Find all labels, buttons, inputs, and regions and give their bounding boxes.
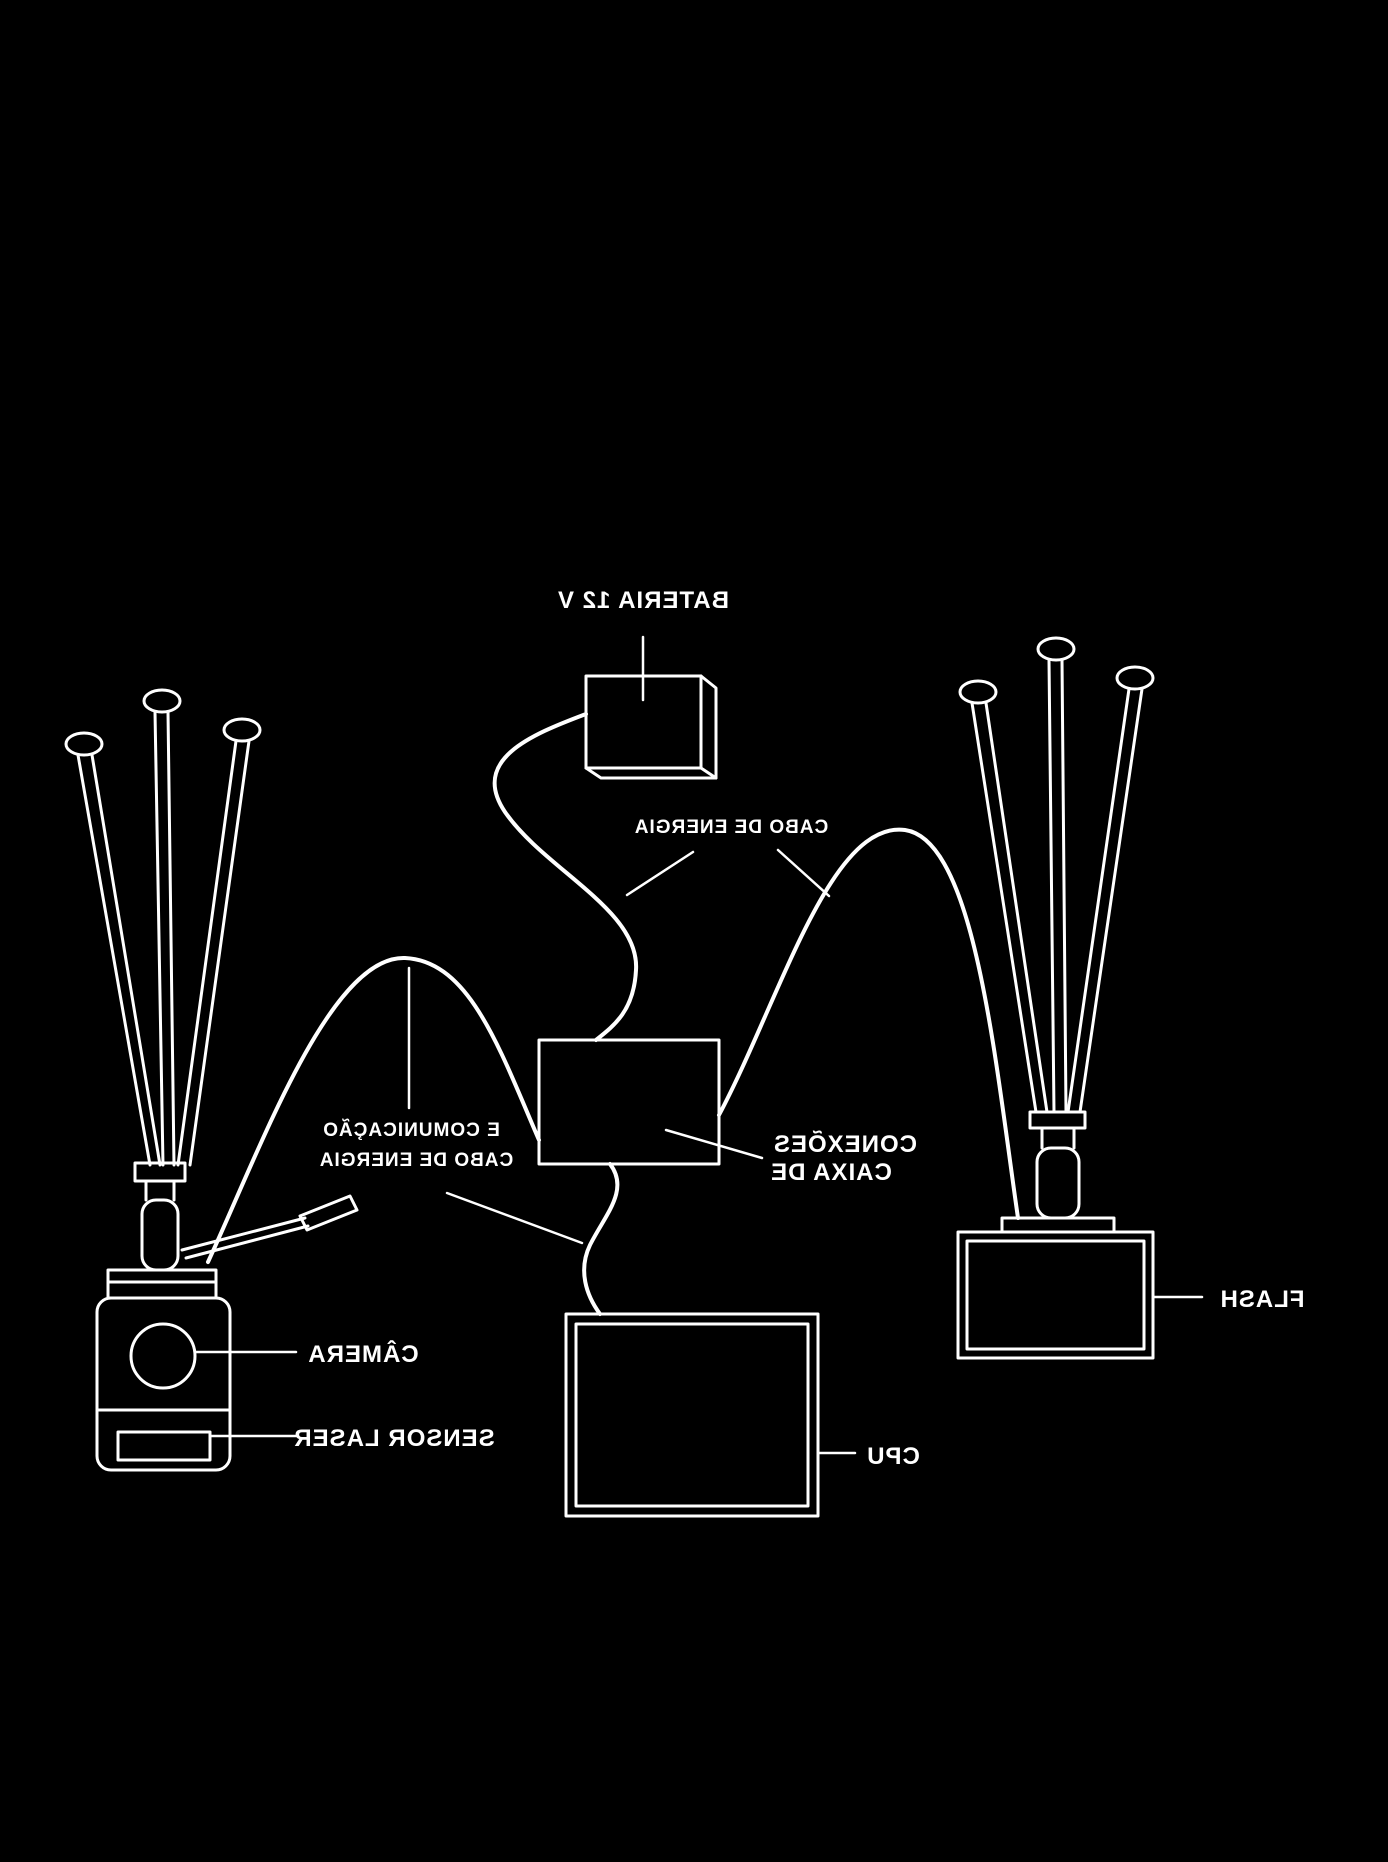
right-tripod-leg-foot [1115, 665, 1155, 691]
right-tripod-leg [1066, 687, 1144, 1114]
battery-icon [584, 674, 718, 780]
battery-side [584, 674, 718, 780]
label-camera: CÂMERA [307, 1340, 418, 1368]
left-tripod-column [140, 1198, 180, 1272]
label-cabo-com-line2: E COMUNICAÇÃO [322, 1119, 500, 1141]
leader-cable-com-down [445, 1191, 584, 1245]
antenna-rod [180, 1216, 310, 1260]
right-tripod-column [1035, 1146, 1081, 1220]
labels: BATERIA 12 V CABO DE ENERGIA E COMUNICAÇ… [293, 587, 1304, 1470]
label-sensor: SENSOR LASER [293, 1425, 494, 1452]
monitor-outer-frame [564, 1312, 820, 1518]
right-tripod-leg [1047, 658, 1068, 1114]
cable-box-to-flash [717, 827, 1020, 1220]
camera-top-ring [106, 1268, 218, 1300]
right-tripod-clamp [1028, 1110, 1087, 1130]
leader-cable-top-right [776, 848, 831, 898]
camera-body [95, 1296, 232, 1472]
camera-icon [95, 1268, 232, 1472]
leader-lines [194, 635, 1204, 1455]
label-flash: FLASH [1220, 1286, 1305, 1313]
right-tripod-base [1000, 1216, 1116, 1234]
monitor-icon [564, 1312, 820, 1518]
right-tripod-leg-foot [958, 679, 998, 705]
junction-box [537, 1038, 721, 1166]
left-tripod-clamp [133, 1161, 187, 1183]
camera-lens [129, 1322, 197, 1390]
right-tripod-neck [1040, 1126, 1076, 1150]
left-tripod-leg [76, 753, 162, 1167]
left-tripod-neck [144, 1179, 176, 1202]
left-tripod-leg [153, 710, 176, 1167]
right-tripod-leg-foot [1036, 636, 1076, 662]
leader-cable-top-left [625, 850, 695, 897]
right-tripod-icon [958, 636, 1155, 1234]
label-caixa-line1: CAIXA DE [770, 1159, 892, 1186]
label-cabo-energia-top: CABO DE ENERGIA [634, 817, 828, 838]
left-tripod-leg-foot [64, 731, 104, 757]
antenna-tip [298, 1194, 359, 1232]
label-caixa-line2: CONEXÕES [773, 1130, 917, 1158]
battery-edge [699, 766, 718, 780]
left-tripod-leg-foot [142, 688, 182, 714]
label-bateria: BATERIA 12 V [557, 587, 729, 614]
cable-box-to-cpu [582, 1162, 620, 1316]
label-cabo-com-line1: CABO DE ENERGIA [319, 1150, 513, 1171]
left-tripod-icon [64, 688, 262, 1272]
cables [206, 712, 1020, 1316]
label-cpu: CPU [866, 1443, 920, 1470]
monitor-screen [574, 1322, 810, 1508]
left-tripod-leg-foot [222, 717, 262, 743]
flash-inner-frame [965, 1239, 1146, 1351]
flash-icon [956, 1230, 1155, 1360]
laser-sensor-icon [116, 1430, 212, 1462]
right-tripod-leg [970, 701, 1049, 1114]
cable-battery-to-box [492, 712, 639, 1042]
leader-caixa [664, 1128, 764, 1160]
flash-outer-frame [956, 1230, 1155, 1360]
left-tripod-leg [176, 739, 251, 1167]
antenna-icon [180, 1194, 359, 1260]
cable-box-to-camera [206, 955, 541, 1264]
